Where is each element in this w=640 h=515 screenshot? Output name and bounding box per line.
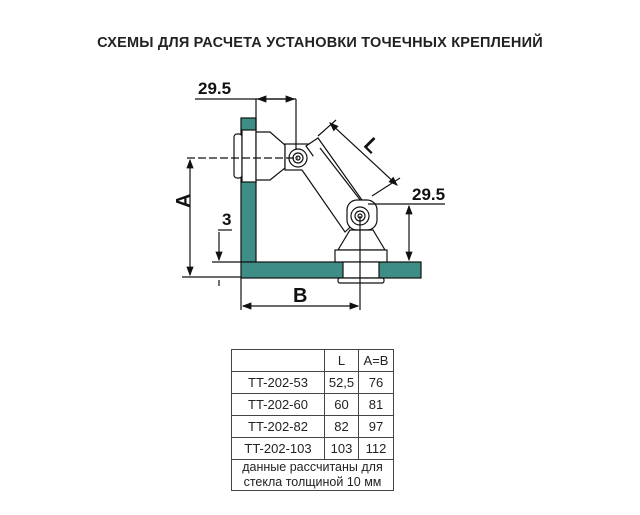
l-cell: 82 [324, 415, 359, 438]
l-cell: 103 [324, 437, 359, 460]
right-offset-label: 29.5 [412, 185, 445, 204]
table-row: TT-202-60 60 81 [231, 393, 394, 416]
model-cell: TT-202-53 [231, 371, 325, 394]
model-cell: TT-202-82 [231, 415, 325, 438]
header-cell: A=B [358, 349, 394, 372]
note-line-2: стекла толщиной 10 мм [243, 475, 382, 489]
table-row: TT-202-103 103 112 [231, 437, 394, 460]
base-label: B [293, 285, 307, 307]
header-cell: L [324, 349, 359, 372]
horizontal-glass-panel [240, 261, 422, 279]
height-label: A [173, 194, 195, 208]
table-note: данные рассчитаны для стекла толщиной 10… [231, 459, 394, 491]
model-cell: TT-202-60 [231, 393, 325, 416]
ab-cell: 81 [358, 393, 394, 416]
table-row: TT-202-53 52,5 76 [231, 371, 394, 394]
l-cell: 52,5 [324, 371, 359, 394]
ab-cell: 97 [358, 415, 394, 438]
table-row: TT-202-82 82 97 [231, 415, 394, 438]
model-cell: TT-202-103 [231, 437, 325, 460]
dimensions-table: L A=B TT-202-53 52,5 76 TT-202-60 60 81 … [231, 349, 394, 491]
ab-cell: 76 [358, 371, 394, 394]
table-header-row: L A=B [231, 349, 394, 372]
l-cell: 60 [324, 393, 359, 416]
ab-cell: 112 [358, 437, 394, 460]
header-cell [231, 349, 325, 372]
gap-label: 3 [222, 210, 231, 229]
table-note-row: данные рассчитаны для стекла толщиной 10… [231, 459, 394, 491]
mounting-diagram: 29.5 29.5 L A B 3 [173, 79, 445, 310]
note-line-1: данные рассчитаны для [242, 460, 383, 474]
top-offset-label: 29.5 [198, 79, 231, 98]
page-title: СХЕМЫ ДЛЯ РАСЧЕТА УСТАНОВКИ ТОЧЕЧНЫХ КРЕ… [97, 35, 543, 51]
